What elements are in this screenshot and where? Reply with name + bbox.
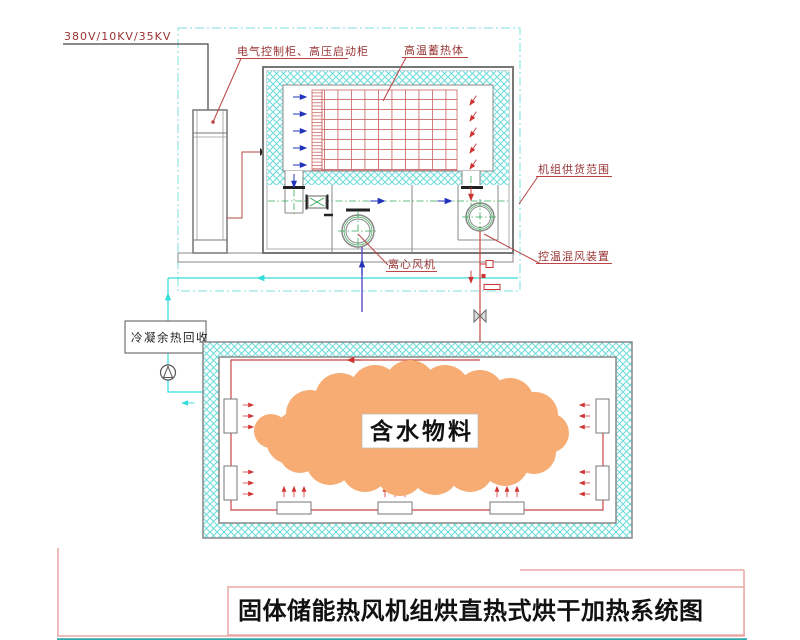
centrifugal-fan-left (338, 211, 378, 251)
power-rating-label: 380V/10KV/35KV (64, 30, 171, 43)
mixing-device-label: 控温混风装置 (538, 249, 610, 263)
material-label-box (361, 413, 479, 449)
valve-icon (473, 308, 487, 324)
diffusers (223, 398, 610, 515)
heat-recovery-loop: 冷凝余热回收 (124, 278, 220, 407)
power-feed-line (63, 43, 209, 110)
drawing-frame (57, 548, 747, 640)
drying-chamber: 含水物料 (202, 341, 633, 539)
title-block: 固体储能热风机组烘直热式烘干加热系统图 (227, 586, 745, 636)
supply-scope-boundary (177, 27, 521, 292)
material-label: 含水物料 (370, 418, 474, 445)
fan-drain-line (358, 247, 366, 312)
return-air-line (168, 274, 518, 282)
annotations: 380V/10KV/35KV 电气控制柜、高压启动柜 高温蓄热体 机组供货范围 … (64, 30, 612, 272)
fan-section (268, 173, 508, 253)
heating-unit (262, 66, 514, 254)
pump-icon (159, 364, 177, 381)
hot-supply-drop-line (467, 231, 501, 360)
control-cabinet (192, 109, 228, 254)
material-cloud (254, 360, 569, 496)
supply-scope-label: 机组供货范围 (538, 162, 610, 176)
diagram-title: 固体储能热风机组烘直热式烘干加热系统图 (238, 597, 704, 625)
centrifugal-fan-label: 离心风机 (388, 257, 436, 271)
unit-base (177, 252, 514, 263)
heat-recovery-label: 冷凝余热回收 (131, 331, 209, 345)
heat-storage-label: 高温蓄热体 (404, 43, 464, 57)
heat-recovery-box (124, 320, 207, 354)
mixing-fan-right (462, 199, 498, 247)
cabinet-label: 电气控制柜、高压启动柜 (237, 44, 369, 58)
heat-storage-grid (321, 89, 458, 171)
heat-storage-comb (311, 89, 323, 171)
damper-valve (305, 194, 333, 217)
